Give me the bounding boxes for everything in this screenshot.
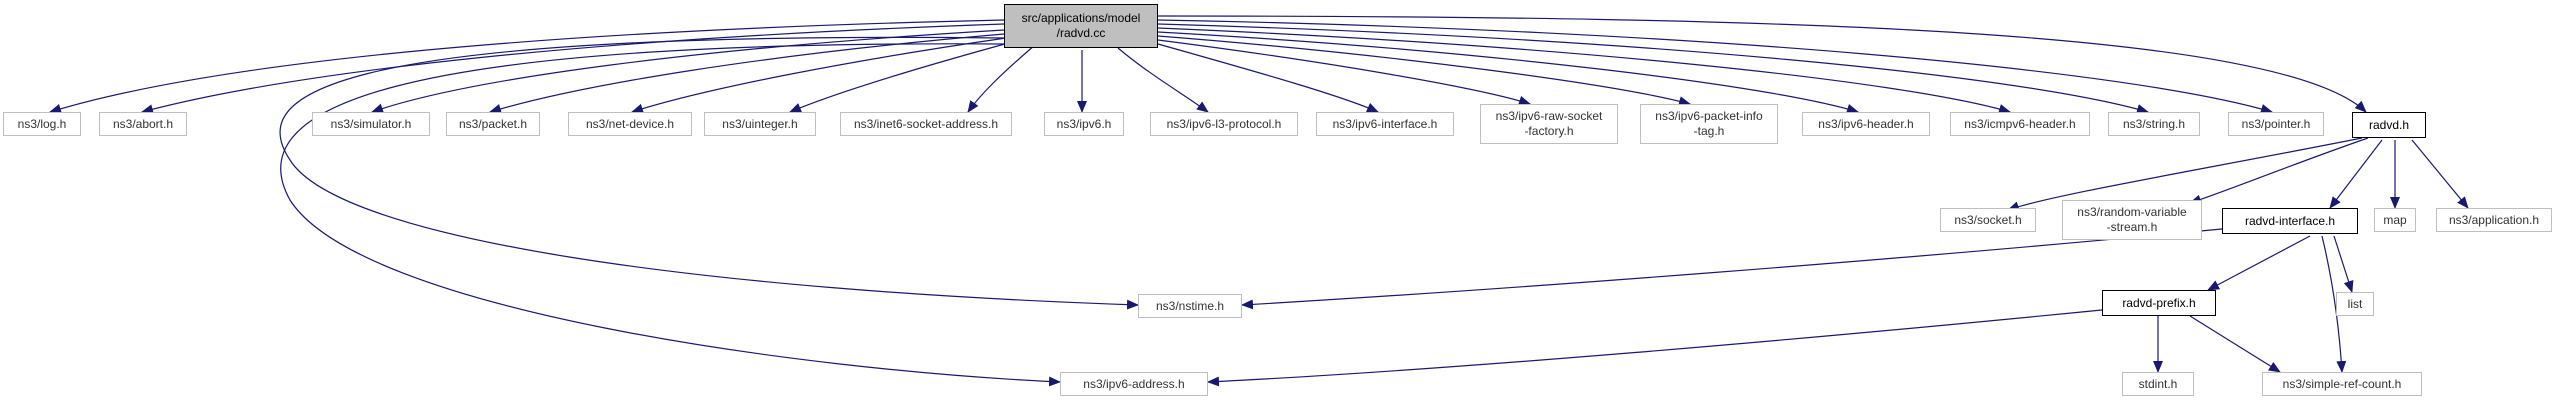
edge-radvd-cc-ipv6-address-h	[280, 43, 1061, 387]
edge-radvd-interface-h-list	[2333, 235, 2354, 293]
node-radvd-interface-h[interactable]: radvd-interface.h	[2222, 208, 2358, 234]
edge-radvd-h-socket-h	[2007, 137, 2363, 212]
node-simple-ref-count-h[interactable]: ns3/simple-ref-count.h	[2262, 372, 2422, 396]
node-log-h[interactable]: ns3/log.h	[3, 112, 81, 136]
node-socket-h[interactable]: ns3/socket.h	[1940, 208, 2036, 232]
node-stdint-h[interactable]: stdint.h	[2122, 372, 2194, 396]
node-ipv6-packet-info-tag-h[interactable]: ns3/ipv6-packet-info -tag.h	[1640, 104, 1778, 144]
node-ipv6-raw-socket-factory-h[interactable]: ns3/ipv6-raw-socket -factory.h	[1480, 104, 1618, 144]
edge-radvd-cc-log-h	[49, 19, 1005, 114]
edge-radvd-interface-h-radvd-prefix-h	[2207, 235, 2311, 291]
node-packet-h[interactable]: ns3/packet.h	[446, 112, 540, 136]
edge-radvd-prefix-h-simple-ref-count-h	[2189, 315, 2281, 373]
node-radvd-cc[interactable]: src/applications/model /radvd.cc	[1004, 4, 1158, 48]
node-random-variable-stream-h[interactable]: ns3/random-variable -stream.h	[2062, 200, 2202, 240]
node-net-device-h[interactable]: ns3/net-device.h	[568, 112, 692, 136]
edge-radvd-prefix-h-ipv6-address-h	[1207, 307, 2123, 387]
node-application-h[interactable]: ns3/application.h	[2436, 208, 2552, 232]
edge-radvd-h-random-variable-stream-h	[2189, 137, 2369, 205]
edge-radvd-cc-ipv6-interface-h	[1157, 43, 1379, 113]
node-string-h[interactable]: ns3/string.h	[2108, 112, 2200, 136]
dependency-edges	[49, 15, 2469, 387]
edge-radvd-h-application-h	[2411, 139, 2469, 209]
edge-radvd-cc-nstime-h	[279, 36, 1139, 310]
edge-radvd-cc-simulator-h	[371, 29, 1005, 114]
edge-radvd-cc-icmpv6-header-h	[1157, 27, 2011, 114]
edge-radvd-cc-string-h	[1157, 23, 2149, 114]
node-ipv6-interface-h[interactable]: ns3/ipv6-interface.h	[1316, 112, 1454, 136]
edge-radvd-cc-radvd-h	[1157, 15, 2367, 113]
edge-radvd-cc-abort-h	[141, 23, 1005, 115]
edge-radvd-cc-ipv6-raw-socket-factory-h	[1157, 39, 1531, 106]
edge-radvd-cc-pointer-h	[1157, 19, 2273, 114]
edge-radvd-cc-ipv6-packet-info-tag-h	[1157, 35, 1691, 106]
node-radvd-h[interactable]: radvd.h	[2352, 112, 2426, 138]
edge-radvd-cc-uinteger-h	[789, 41, 1013, 113]
node-abort-h[interactable]: ns3/abort.h	[99, 112, 187, 136]
edge-radvd-interface-h-nstime-h	[1241, 227, 2233, 310]
node-icmpv6-header-h[interactable]: ns3/icmpv6-header.h	[1950, 112, 2090, 136]
node-inet6-socket-address-h[interactable]: ns3/inet6-socket-address.h	[840, 112, 1012, 136]
edge-radvd-cc-ipv6-l3-protocol-h	[1117, 47, 1209, 113]
node-simulator-h[interactable]: ns3/simulator.h	[312, 112, 430, 136]
edge-radvd-cc-ipv6-header-h	[1157, 31, 1859, 114]
node-radvd-prefix-h[interactable]: radvd-prefix.h	[2102, 290, 2216, 316]
node-pointer-h[interactable]: ns3/pointer.h	[2228, 112, 2324, 136]
node-ipv6-address-h[interactable]: ns3/ipv6-address.h	[1060, 372, 1208, 396]
edge-radvd-cc-inet6-socket-address-h	[967, 44, 1036, 113]
node-ipv6-h[interactable]: ns3/ipv6.h	[1044, 112, 1124, 136]
node-map[interactable]: map	[2374, 208, 2416, 232]
edge-radvd-cc-packet-h	[489, 33, 1005, 114]
node-ipv6-l3-protocol-h[interactable]: ns3/ipv6-l3-protocol.h	[1150, 112, 1298, 136]
node-nstime-h[interactable]: ns3/nstime.h	[1138, 294, 1242, 318]
edge-radvd-h-radvd-interface-h	[2329, 139, 2383, 209]
node-list[interactable]: list	[2336, 292, 2374, 316]
node-ipv6-header-h[interactable]: ns3/ipv6-header.h	[1802, 112, 1930, 136]
node-uinteger-h[interactable]: ns3/uinteger.h	[704, 112, 816, 136]
edge-radvd-cc-net-device-h	[631, 37, 1007, 114]
